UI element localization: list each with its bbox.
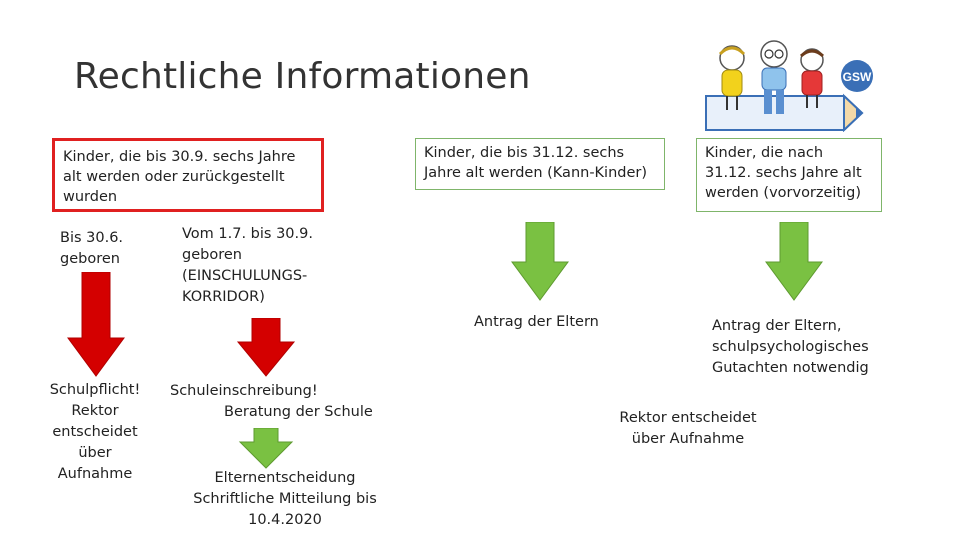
red-arrow-down-icon [236, 318, 296, 378]
logo-badge-text: GSW [843, 70, 872, 84]
red-arrow-down-icon [66, 272, 126, 378]
result-schuleinschreibung-line1: Schuleinschreibung! [170, 381, 390, 402]
label-einschulungskorridor: Vom 1.7. bis 30.9. geboren (EINSCHULUNGS… [182, 224, 322, 308]
page-title: Rechtliche Informationen [74, 56, 531, 97]
box-vorvorzeitig: Kinder, die nach 31.12. sechs Jahre alt … [696, 138, 882, 212]
green-arrow-down-icon [764, 222, 824, 302]
green-arrow-down-icon [510, 222, 570, 302]
decision-elternentscheidung: Elternentscheidung Schriftliche Mitteilu… [176, 468, 394, 531]
box-kinder-bis-30-9: Kinder, die bis 30.9. sechs Jahre alt we… [52, 138, 324, 212]
result-schulpflicht: Schulpflicht! Rektor entscheidet über Au… [40, 380, 150, 485]
box-vorvorzeitig-text: Kinder, die nach 31.12. sechs Jahre alt … [705, 145, 862, 201]
box-kann-kinder: Kinder, die bis 31.12. sechs Jahre alt w… [415, 138, 665, 190]
result-schuleinschreibung: Schuleinschreibung! Beratung der Schule [170, 381, 390, 423]
box-kann-kinder-text: Kinder, die bis 31.12. sechs Jahre alt w… [424, 145, 647, 181]
green-arrow-down-icon [238, 428, 294, 470]
decision-rektor: Rektor entscheidet über Aufnahme [610, 408, 766, 450]
result-antrag-gutachten: Antrag der Eltern, schulpsychologisches … [712, 316, 888, 379]
box-kinder-bis-30-9-text: Kinder, die bis 30.9. sechs Jahre alt we… [63, 149, 295, 205]
label-bis-30-6: Bis 30.6. geboren [60, 228, 150, 270]
result-beratung-line: Beratung der Schule [170, 402, 390, 423]
result-antrag-eltern: Antrag der Eltern [474, 312, 634, 333]
school-logo: GSW [694, 40, 880, 132]
